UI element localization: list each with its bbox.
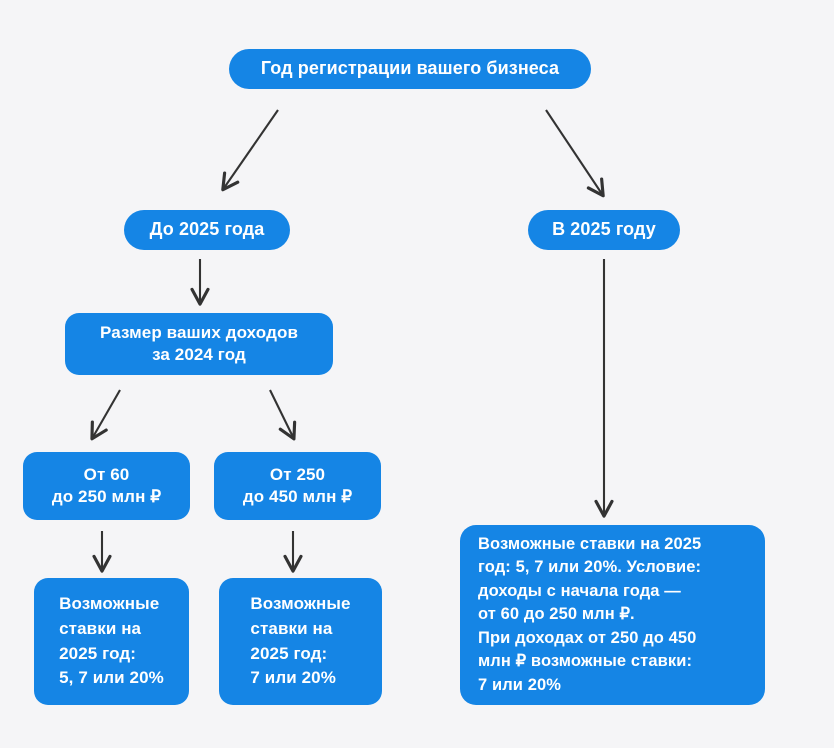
node-root-label: Год регистрации вашего бизнеса <box>260 58 560 79</box>
node-branch-in-2025[interactable]: В 2025 году <box>528 210 680 250</box>
arrow-root-to-in-2025 <box>545 109 605 198</box>
arrow-income-to-band-250-450 <box>269 389 297 441</box>
node-rates-band2[interactable]: Возможные ставки на 2025 год: 7 или 20% <box>219 578 382 705</box>
node-band-250-450-label: От 250 до 450 млн ₽ <box>242 465 353 506</box>
node-band-60-250-label: От 60 до 250 млн ₽ <box>51 465 162 506</box>
node-branch-before-2025[interactable]: До 2025 года <box>124 210 290 250</box>
node-income-2024-label: Размер ваших доходов за 2024 год <box>100 323 298 364</box>
node-branch-in-2025-label: В 2025 году <box>552 219 656 240</box>
node-rates-band2-label: Возможные ставки на 2025 год: 7 или 20% <box>250 594 351 688</box>
node-rates-band1-label: Возможные ставки на 2025 год: 5, 7 или 2… <box>59 594 164 688</box>
node-rates-new-2025-label: Возможные ставки на 2025 год: 5, 7 или 2… <box>478 535 702 694</box>
arrow-income-to-band-60-250 <box>90 389 121 441</box>
node-branch-before-2025-label: До 2025 года <box>149 219 265 240</box>
arrow-root-to-before-2025 <box>221 109 279 192</box>
node-rates-band1[interactable]: Возможные ставки на 2025 год: 5, 7 или 2… <box>34 578 189 705</box>
node-root[interactable]: Год регистрации вашего бизнеса <box>229 49 591 89</box>
node-band-60-250[interactable]: От 60 до 250 млн ₽ <box>23 452 190 520</box>
node-income-2024[interactable]: Размер ваших доходов за 2024 год <box>65 313 333 375</box>
node-band-250-450[interactable]: От 250 до 450 млн ₽ <box>214 452 381 520</box>
node-rates-new-2025[interactable]: Возможные ставки на 2025 год: 5, 7 или 2… <box>460 525 765 705</box>
